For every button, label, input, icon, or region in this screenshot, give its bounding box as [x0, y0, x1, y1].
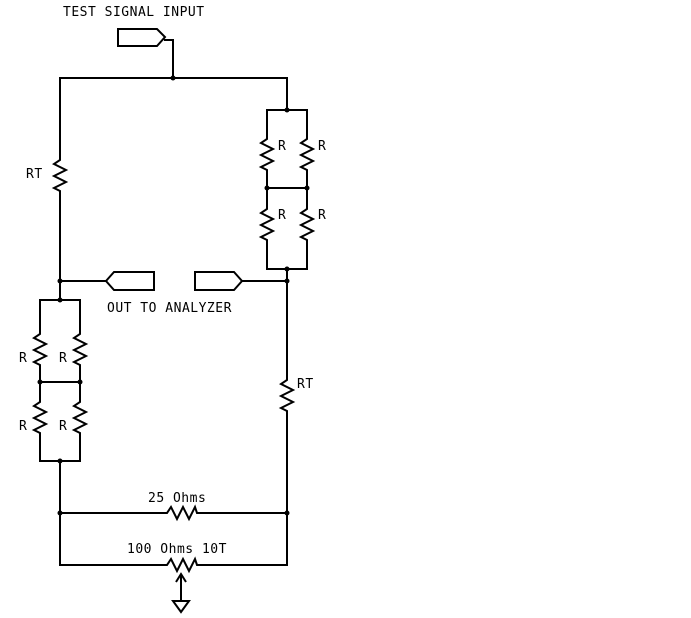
- junction-dot: [264, 185, 270, 191]
- r-left-ladder-3-label: R: [19, 419, 27, 434]
- r-left-ladder-2: [71, 330, 89, 368]
- junction-dots: [37, 75, 310, 516]
- r-left-ladder-3: [31, 398, 49, 436]
- pot-wiper-arrow-icon: [175, 572, 187, 583]
- r-right-ladder-2: [298, 135, 316, 173]
- junction-dot: [284, 278, 290, 284]
- input-lead-wire: [164, 39, 174, 79]
- out-right-port-connector: [194, 271, 244, 291]
- junction-dot: [284, 266, 290, 272]
- junction-dot: [57, 278, 63, 284]
- r-right-ladder-1: [258, 135, 276, 173]
- r-left-ladder-2-label: R: [59, 351, 67, 366]
- junction-dot: [57, 458, 63, 464]
- input-label: TEST SIGNAL INPUT: [63, 5, 205, 20]
- r-left-ladder-4: [71, 398, 89, 436]
- rt-left-resistor: [51, 155, 69, 195]
- junction-dot: [284, 107, 290, 113]
- rt-left-label: RT: [26, 167, 43, 182]
- r-left-ladder-4-label: R: [59, 419, 67, 434]
- junction-dot: [284, 510, 290, 516]
- pot-100-ohm-resistor: [163, 556, 199, 574]
- out-left-port-connector: [104, 271, 155, 291]
- fixed-25-ohm-resistor: [163, 504, 199, 522]
- r-right-ladder-1-label: R: [278, 139, 286, 154]
- junction-dot: [170, 75, 176, 81]
- r-left-ladder-1-label: R: [19, 351, 27, 366]
- junction-dot: [37, 379, 43, 385]
- fixed-resistor-label: 25 Ohms: [148, 491, 206, 506]
- junction-dot: [57, 510, 63, 516]
- rt-right-resistor: [278, 375, 296, 415]
- r-right-ladder-4: [298, 205, 316, 243]
- r-right-ladder-3: [258, 205, 276, 243]
- top-rail-wire: [59, 77, 288, 111]
- wiring: [39, 39, 308, 601]
- resistors: [31, 135, 316, 583]
- r-right-ladder-4-label: R: [318, 208, 326, 223]
- output-label: OUT TO ANALYZER: [107, 301, 232, 316]
- junction-dot: [304, 185, 310, 191]
- r-right-ladder-2-label: R: [318, 139, 326, 154]
- input-port-connector: [117, 28, 167, 47]
- junction-dot: [77, 379, 83, 385]
- junction-dot: [57, 297, 63, 303]
- rt-right-label: RT: [297, 377, 314, 392]
- r-right-ladder-3-label: R: [278, 208, 286, 223]
- ground-icon: [171, 600, 191, 614]
- r-left-ladder-1: [31, 330, 49, 368]
- pot-label: 100 Ohms 10T: [127, 542, 227, 557]
